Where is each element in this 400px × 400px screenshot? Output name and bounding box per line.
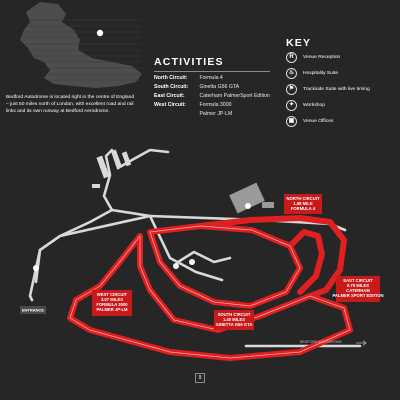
key-item: ✦ Workshop: [286, 100, 398, 114]
intro-text: Bedford Autodrome is located right in th…: [6, 95, 135, 114]
callout-line: CATERHAM: [346, 288, 370, 293]
activity-circuit: East Circuit:: [154, 93, 185, 99]
activity-row: Palmer JP-LM: [154, 110, 284, 119]
key-item: R Venue Reception: [286, 52, 398, 66]
key-item: ▣ Venue Offices: [286, 116, 398, 130]
activity-car: Formula 3000: [199, 102, 232, 108]
location-marker-icon: [96, 29, 104, 37]
activity-car: Ginetta G56 GTA: [199, 84, 240, 90]
trackside-marker-icon: [173, 263, 179, 269]
activities-title: ACTIVITIES: [154, 56, 224, 68]
callout-line: 0.79 MILES: [347, 283, 369, 288]
arrow-right-icon: [356, 340, 367, 346]
aerodrome-label: BEDFORD AERODROME: [300, 340, 343, 344]
key-item-label: Workshop: [303, 103, 325, 108]
key-title: KEY: [286, 37, 312, 49]
entrance-label: ENTRANCE: [22, 308, 45, 313]
workshop-icon: ✦: [286, 100, 297, 111]
callout-line: 3.07 MILES: [101, 297, 123, 302]
key-item: ♨ Hospitality Suite: [286, 68, 398, 82]
callout-line: FORMULA 4: [291, 206, 316, 211]
key-item-label: Venue Offices: [303, 119, 334, 124]
activity-row: West Circuit: Formula 3000: [154, 101, 284, 110]
hospitality-icon: ♨: [286, 68, 297, 79]
key-item-label: Hospitality Suite: [303, 71, 339, 76]
activity-car: Palmer JP-LM: [199, 111, 233, 117]
east-circuit-track: [287, 229, 325, 295]
south-circuit-callout: [214, 310, 254, 330]
callout-line: 1.88 MILE: [293, 201, 313, 206]
page-number: 9: [195, 373, 205, 383]
key-item-label: Venue Reception: [303, 55, 341, 60]
activity-row: North Circuit: Formula 4: [154, 74, 284, 83]
callout-line: NORTH CIRCUIT: [286, 196, 319, 201]
callout-line: PALMER SPORT EDITION: [332, 293, 383, 298]
key-item: ⚑ Trackside Suite with live timing: [286, 84, 398, 98]
reception-icon: R: [286, 52, 297, 63]
uk-map-hatching: [22, 19, 140, 81]
north-circuit-track: [197, 215, 347, 299]
callout-line: FORMULA 3000: [96, 302, 128, 307]
track-edges: [69, 225, 351, 359]
activity-circuit: West Circuit:: [154, 102, 186, 108]
activity-row: East Circuit: Caterham PalmerSport Editi…: [154, 92, 284, 101]
workshop-marker-icon: [189, 259, 195, 265]
callout-line: 1.40 MILES: [223, 317, 245, 322]
uk-landmass: [20, 2, 142, 88]
uk-map: [20, 2, 142, 88]
west-circuit-callout: [92, 290, 132, 316]
activity-circuit: South Circuit:: [154, 84, 189, 90]
activity-circuit: North Circuit:: [154, 75, 188, 81]
activities-divider: [154, 71, 270, 72]
north-circuit-callout: [284, 194, 322, 214]
callout-line: GINETTA G56 GTA: [216, 322, 253, 327]
east-circuit-callout: [336, 276, 380, 302]
activity-row: South Circuit: Ginetta G56 GTA: [154, 83, 284, 92]
key-item-label: Trackside Suite with live timing: [303, 87, 370, 92]
venue-offices-icon: ▣: [286, 116, 297, 127]
callout-line: SOUTH CIRCUIT: [218, 312, 251, 317]
hospitality-marker-icon: [245, 203, 251, 209]
reception-marker-icon: [33, 265, 39, 271]
paddock-buildings: [92, 149, 274, 214]
map-markers: [33, 203, 251, 271]
trackside-suite-icon: ⚑: [286, 84, 297, 95]
activity-car: Caterham PalmerSport Edition: [199, 93, 270, 99]
entrance-tag: [20, 306, 46, 314]
callout-line: WEST CIRCUIT: [97, 292, 128, 297]
callout-line: PALMER JP-LM: [96, 307, 128, 312]
callout-line: EAST CIRCUIT: [343, 278, 373, 283]
activity-car: Formula 4: [199, 75, 223, 81]
